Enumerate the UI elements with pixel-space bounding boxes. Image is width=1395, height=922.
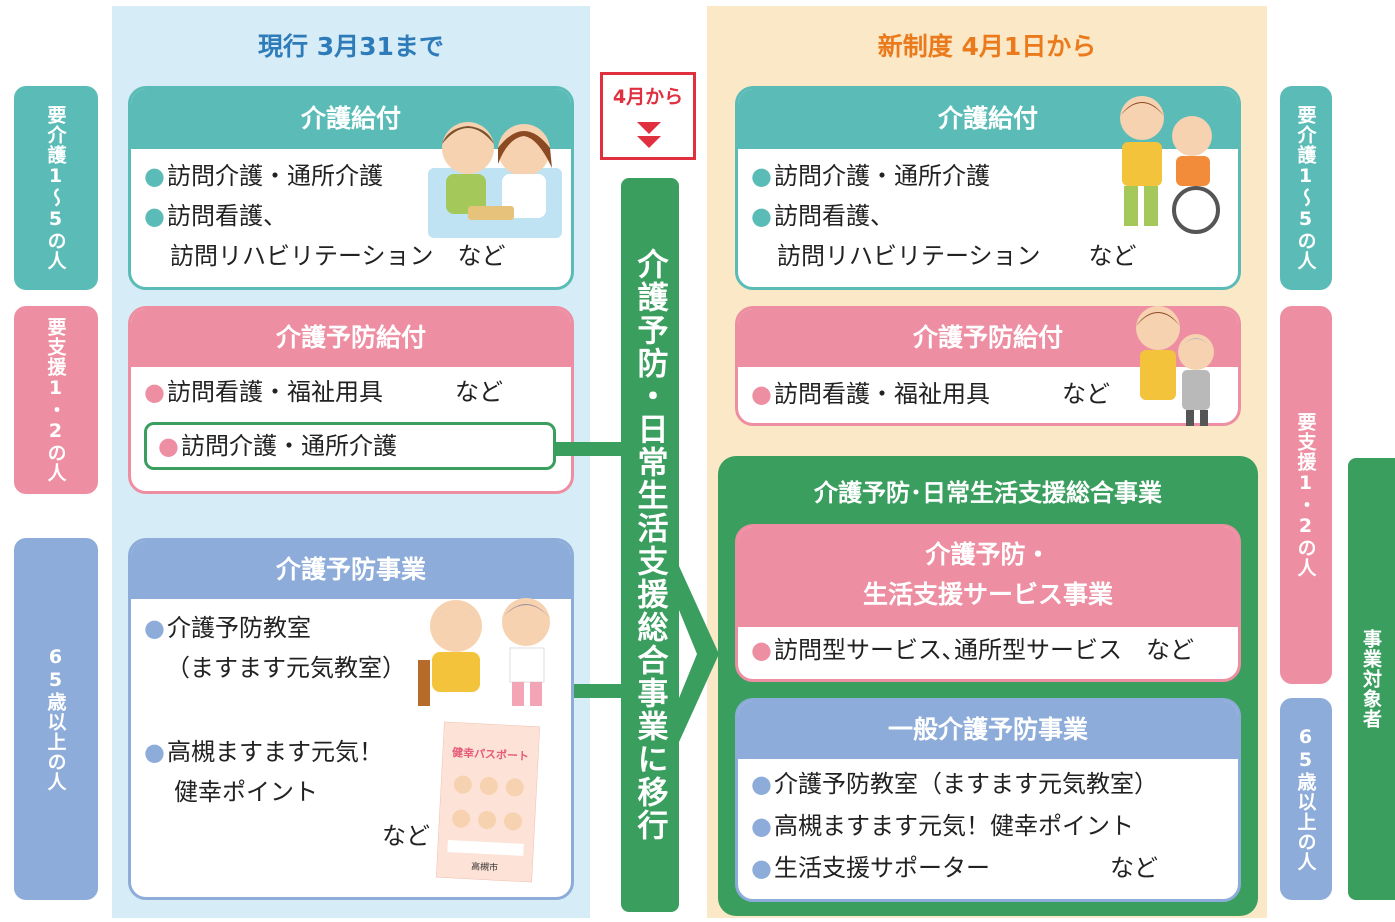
side-label-support-level: 要支援1・2の人: [14, 306, 98, 494]
new-care-item-3: 訪問リハビリテーション など: [777, 242, 1137, 270]
current-program-item-1-sub: （ますます元気教室）: [166, 654, 406, 682]
transition-bar: 介護予防・日常生活支援総合事業に移行: [621, 178, 679, 912]
support-service-title-line2: 生活支援サービス事業: [862, 580, 1113, 609]
current-prevention-program-title: 介護予防事業: [131, 541, 571, 599]
general-prevention-title: 一般介護予防事業: [738, 701, 1238, 759]
current-care-item-1: 訪問介護・通所介護: [144, 156, 383, 196]
new-care-item-1: 訪問介護・通所介護: [751, 156, 990, 196]
current-program-item-2-sub: 健幸ポイント: [174, 778, 318, 806]
current-prevention-item-2: 訪問介護・通所介護: [158, 426, 397, 466]
current-program-item-1: 介護予防教室: [144, 608, 311, 648]
current-system-title: 現行 3月31まで: [258, 32, 444, 61]
new-prevention-item-1: 訪問看護・福祉用具 など: [751, 374, 1110, 414]
elderly-exercise-illustration: [418, 598, 550, 706]
support-service-item-1: 訪問型サービス､通所型サービス など: [751, 630, 1194, 670]
passport-city: 高槻市: [471, 860, 499, 873]
current-prevention-program-box: 介護予防事業: [128, 538, 574, 900]
caregiver-feeding-illustration: [428, 122, 562, 238]
general-item-3: 生活支援サポーター など: [751, 848, 1158, 888]
side-label-over-65: 65歳以上の人: [14, 538, 98, 900]
support-service-title-line1: 介護予防・: [925, 540, 1051, 569]
comprehensive-program-title: 介護予防･日常生活支援総合事業: [814, 479, 1162, 507]
new-system-title: 新制度 4月1日から: [877, 32, 1097, 61]
general-item-2: 高槻ますます元気！健幸ポイント: [751, 806, 1134, 846]
current-care-item-2: 訪問看護、: [144, 196, 287, 236]
side-label-care-level: 要介護1〜5の人: [14, 86, 98, 290]
support-service-title: 介護予防・ 生活支援サービス事業: [738, 527, 1238, 627]
general-item-1: 介護予防教室（ますます元気教室）: [751, 764, 1158, 804]
connector-top: [556, 442, 622, 456]
side-label-target-persons: 事業対象者: [1348, 458, 1395, 900]
connector-bottom: [574, 684, 622, 698]
down-arrow-icon-2: [637, 136, 661, 148]
side-label-care-level-right: 要介護1〜5の人: [1280, 86, 1332, 290]
health-passport-booklet: 健幸パスポート 高槻市: [435, 721, 541, 883]
side-label-support-level-right: 要支援1・2の人: [1280, 306, 1332, 684]
current-prevention-benefits-title: 介護予防給付: [131, 309, 571, 367]
from-april-label: 4月から: [612, 86, 684, 108]
current-care-item-3: 訪問リハビリテーション など: [170, 242, 506, 270]
wheelchair-illustration: [1120, 96, 1220, 234]
current-prevention-item-1: 訪問看護・福祉用具 など: [144, 372, 503, 412]
from-april-badge: 4月から: [600, 72, 696, 160]
walking-support-illustration: [1136, 306, 1214, 426]
right-arrow-icon: [679, 566, 719, 742]
current-program-item-2: 高槻ますます元気！: [144, 732, 383, 772]
side-label-over-65-right: 65歳以上の人: [1280, 698, 1332, 900]
new-care-item-2: 訪問看護、: [751, 196, 894, 236]
down-arrow-icon: [637, 122, 661, 134]
passport-title: 健幸パスポート: [452, 745, 530, 763]
current-care-benefits-title: 介護給付: [131, 89, 571, 149]
current-program-item-etc: など: [382, 822, 430, 850]
